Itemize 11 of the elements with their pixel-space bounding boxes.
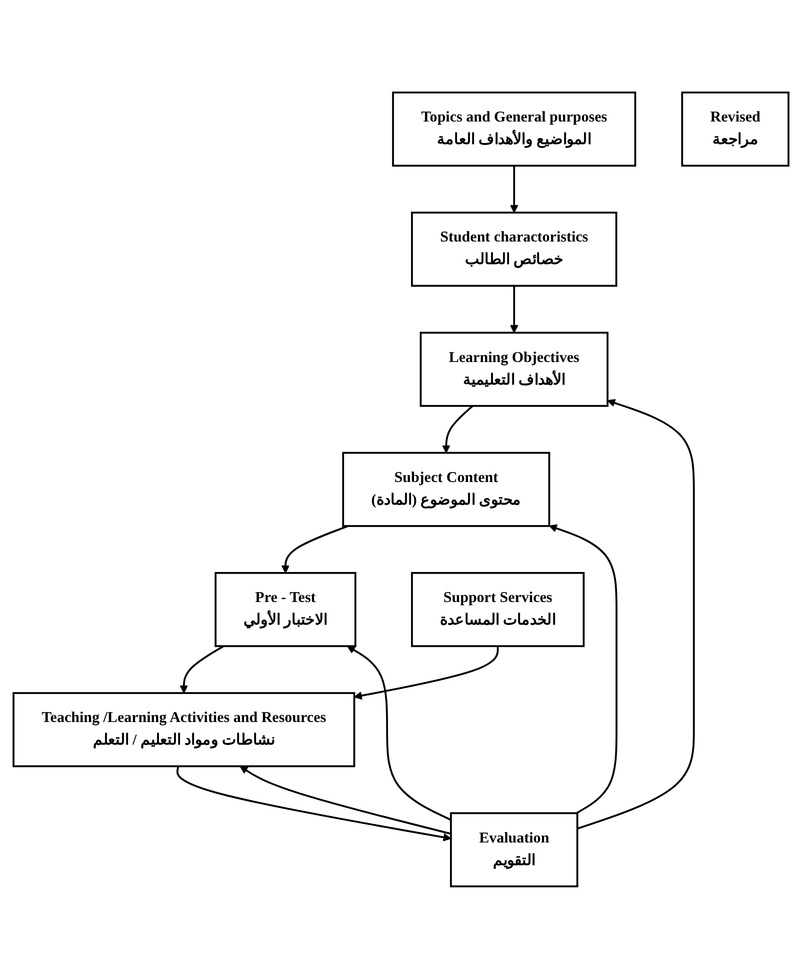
- arrow: [347, 645, 452, 820]
- arrow: [548, 524, 618, 814]
- arrow: [180, 644, 224, 693]
- arrow: [354, 646, 499, 700]
- arrow: [442, 404, 474, 453]
- arrow: [510, 285, 518, 333]
- arrow: [510, 165, 518, 213]
- arrow: [240, 765, 452, 834]
- arrow: [577, 398, 695, 830]
- arrow: [176, 766, 452, 841]
- arrow: [281, 524, 349, 573]
